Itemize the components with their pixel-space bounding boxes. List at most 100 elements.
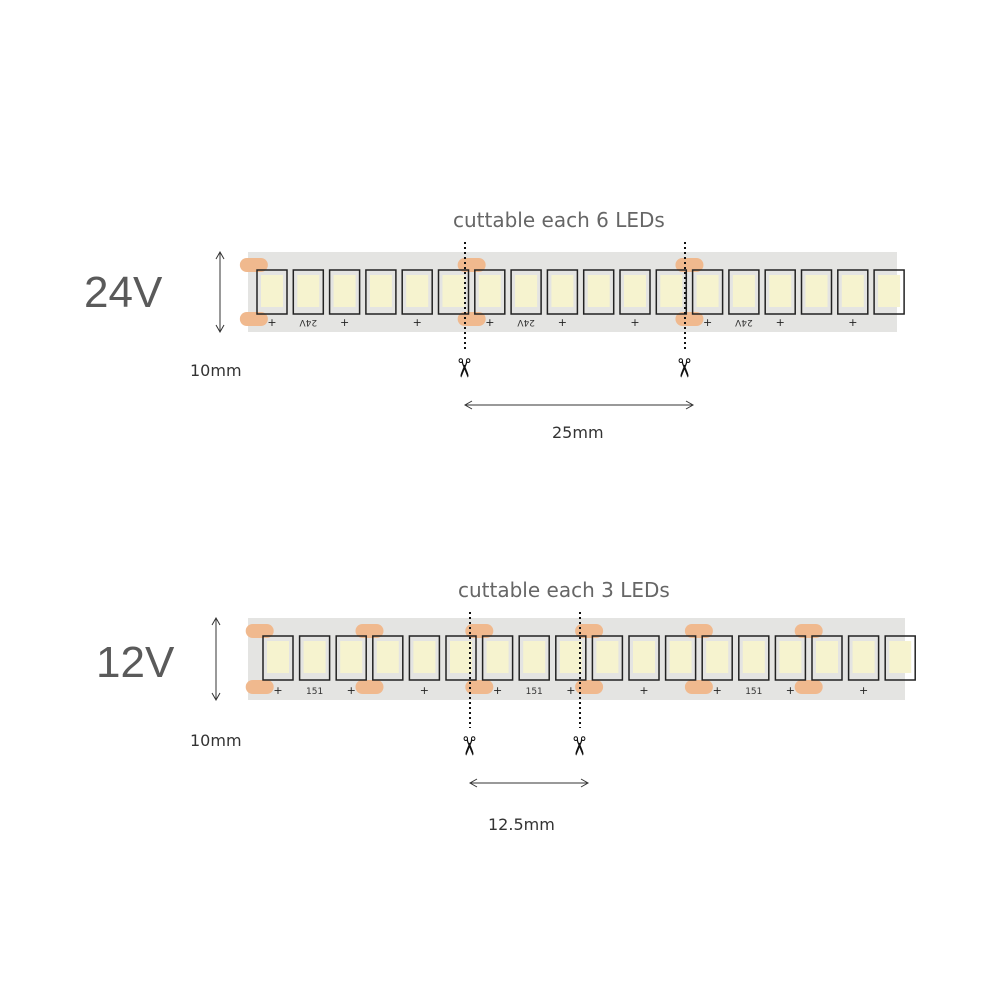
solder-pad (465, 680, 494, 694)
strip-marking: 151 (745, 687, 762, 697)
led-chip (732, 275, 755, 307)
led-chip (340, 641, 363, 673)
led-outline (582, 269, 615, 315)
led-chip (624, 275, 646, 307)
led-outline (728, 269, 760, 315)
led-chip (587, 275, 610, 307)
led-chip (515, 275, 538, 307)
dimension-arrow-icon (463, 400, 695, 410)
scissors-icon: ✂ (448, 357, 478, 379)
solder-pad (675, 312, 704, 326)
led-outline (481, 635, 514, 681)
led-outline (474, 269, 506, 315)
solder-pad (684, 624, 713, 638)
led-outline (664, 635, 697, 681)
plus-marking: + (485, 316, 494, 329)
led-chip (706, 641, 729, 673)
width-label-12v: 10mm (190, 731, 242, 750)
led-outline (256, 269, 288, 315)
led-outline (701, 635, 733, 681)
led-outline (774, 635, 807, 681)
led-chip (660, 275, 683, 307)
led-chip (633, 641, 655, 673)
led-chip (523, 641, 546, 673)
led-outline (335, 635, 367, 681)
plus-marking: + (786, 684, 795, 697)
led-chip (297, 275, 320, 307)
led-chip (413, 641, 436, 673)
led-outline (800, 269, 833, 315)
solder-pad (794, 680, 823, 694)
width-label-24v: 10mm (190, 361, 242, 380)
plus-marking: + (848, 316, 857, 329)
led-chip (478, 275, 501, 307)
plus-marking: + (566, 684, 575, 697)
led-outline (884, 635, 916, 681)
led-outline (408, 635, 441, 681)
led-strip-24v: +24V+++24V+++24V++✂✂ (215, 242, 905, 410)
led-outline (738, 635, 770, 681)
led-outline (262, 635, 294, 681)
led-outline (691, 269, 724, 315)
led-outline (837, 269, 869, 315)
strip-marking: 24V (299, 317, 317, 327)
dimension-arrow-icon (215, 250, 225, 334)
plus-marking: + (493, 684, 502, 697)
led-chip (779, 641, 802, 673)
led-chip (267, 641, 289, 673)
plus-marking: + (413, 316, 422, 329)
voltage-label-12v: 12V (96, 638, 175, 687)
led-outline (655, 269, 688, 315)
cut-caption-24v: cuttable each 6 LEDs (453, 208, 665, 232)
plus-marking: + (347, 684, 356, 697)
led-outline (619, 269, 651, 315)
led-outline (518, 635, 550, 681)
solder-pad (239, 312, 268, 326)
plus-marking: + (420, 684, 429, 697)
led-strip-12v: +151+++151+++151++✂✂ (211, 612, 916, 788)
led-outline (372, 635, 404, 681)
led-chip (333, 275, 356, 307)
led-chip (669, 641, 692, 673)
solder-pad (575, 624, 604, 638)
scissors-icon: ✂ (668, 357, 698, 379)
led-outline (401, 269, 433, 315)
solder-pad (465, 624, 494, 638)
led-outline (873, 269, 905, 315)
dimension-arrow-icon (211, 616, 221, 702)
plus-marking: + (639, 684, 648, 697)
cut-caption-12v: cuttable each 3 LEDs (458, 578, 670, 602)
led-chip (442, 275, 465, 307)
solder-pad (794, 624, 823, 638)
plus-marking: + (273, 684, 282, 697)
led-chip (805, 275, 828, 307)
scissors-icon: ✂ (563, 735, 593, 757)
led-outline (546, 269, 579, 315)
led-chip (742, 641, 765, 673)
led-chip (450, 641, 472, 673)
led-chip (841, 275, 864, 307)
led-chip (369, 275, 392, 307)
led-chip (696, 275, 719, 307)
cut-distance-24v: 25mm (552, 423, 604, 442)
led-chip (261, 275, 283, 307)
strip-marking: 151 (526, 687, 543, 697)
solder-pad (675, 258, 704, 272)
cut-distance-12v: 12.5mm (488, 815, 555, 834)
solder-pad (355, 680, 384, 694)
strip-marking: 24V (516, 317, 534, 327)
led-outline (847, 635, 880, 681)
led-outline (328, 269, 361, 315)
led-chip (889, 641, 912, 673)
led-chip (486, 641, 509, 673)
plus-marking: + (267, 316, 276, 329)
solder-pad (239, 258, 268, 272)
dimension-arrow-icon (468, 778, 590, 788)
scissors-icon: ✂ (453, 735, 483, 757)
plus-marking: + (713, 684, 722, 697)
led-outline (811, 635, 843, 681)
led-outline (591, 635, 624, 681)
led-chip (376, 641, 399, 673)
plus-marking: + (859, 684, 868, 697)
